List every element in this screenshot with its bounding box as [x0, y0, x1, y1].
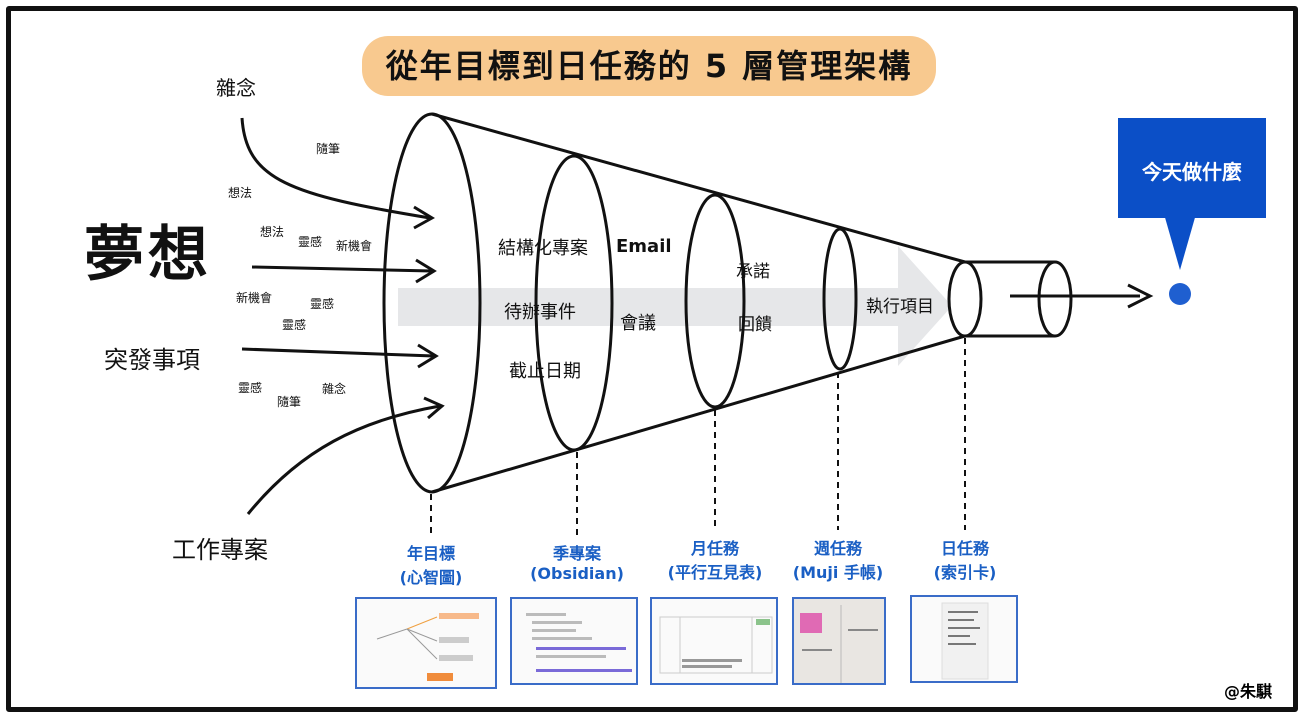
funnel-top-edge — [431, 112, 966, 264]
funnel-item: 承諾 — [736, 262, 770, 282]
title-highlight — [362, 36, 936, 96]
layer-name: 年目標 — [406, 544, 455, 563]
output-arrowhead — [1127, 283, 1154, 309]
funnel-item: Email — [616, 236, 672, 257]
muji-planner-thumbnail — [792, 597, 886, 685]
scattered-note: 靈感 — [310, 297, 335, 311]
layer-name: 日任務 — [940, 539, 989, 558]
layer-name: 週任務 — [813, 539, 862, 558]
layer-tool: (Obsidian) — [530, 564, 624, 583]
funnel-item: 會議 — [620, 313, 656, 334]
layer-label-day: 日任務 (索引卡) — [915, 535, 1015, 583]
input-work-projects: 工作專案 — [172, 536, 268, 564]
callout-tail — [1164, 214, 1196, 270]
layer-label-month: 月任務 (平行互見表) — [648, 535, 782, 583]
input-arrow-projects — [246, 404, 441, 515]
scattered-note: 靈感 — [282, 318, 307, 332]
input-dreams: 夢想 — [84, 220, 212, 290]
scattered-note: 隨筆 — [316, 142, 341, 156]
layer-name: 季專案 — [552, 544, 601, 563]
scattered-note: 新機會 — [236, 291, 273, 305]
obsidian-sketch — [526, 613, 632, 672]
funnel-item: 執行項目 — [866, 297, 934, 317]
layer-ring-day — [947, 260, 983, 338]
input-arrow-noise — [240, 117, 431, 220]
index-card-thumbnail — [910, 595, 1018, 683]
outer-frame — [6, 6, 1298, 712]
input-arrowhead-noise — [413, 205, 435, 230]
callout-text: 今天做什麼 — [1142, 160, 1242, 184]
mindmap-thumbnail — [355, 597, 497, 689]
layer-ring-week — [822, 227, 858, 371]
callout-box — [1118, 118, 1266, 218]
parallel-table-thumbnail — [650, 597, 778, 685]
input-arrowhead-dreams — [415, 258, 437, 284]
layer-name: 月任務 — [690, 539, 739, 558]
layer-ring-year — [382, 112, 482, 494]
scattered-note: 靈感 — [238, 381, 263, 395]
author-credit: @朱騏 — [1223, 682, 1272, 701]
layer-label-week: 週任務 (Muji 手帳) — [778, 535, 898, 583]
scattered-note: 想法 — [260, 225, 285, 239]
scattered-note: 隨筆 — [277, 395, 302, 409]
planner-sketch — [794, 599, 884, 683]
input-arrow-emergencies — [241, 347, 435, 358]
flow-arrow-band — [398, 246, 952, 366]
obsidian-thumbnail — [510, 597, 638, 685]
layer-ring-quarter — [534, 154, 614, 452]
layer-tool: (心智圖) — [399, 568, 463, 587]
layer-label-year: 年目標 (心智圖) — [381, 540, 481, 588]
layer-ring-month — [684, 193, 746, 409]
cylinder-end — [1037, 260, 1073, 338]
table-sketch — [659, 616, 773, 674]
layer-tool: (平行互見表) — [667, 563, 763, 582]
funnel-item: 截止日期 — [509, 361, 581, 382]
layer-tool: (索引卡) — [933, 563, 997, 582]
scattered-note: 靈感 — [298, 235, 323, 249]
output-dot — [1169, 283, 1191, 305]
input-emergencies: 突發事項 — [104, 346, 200, 374]
funnel-bottom-edge — [431, 334, 966, 494]
layer-tool: (Muji 手帳) — [792, 563, 884, 582]
scattered-note: 雜念 — [322, 382, 347, 396]
scattered-note: 新機會 — [336, 239, 373, 253]
diagram-title: 從年目標到日任務的 5 層管理架構 — [385, 47, 913, 85]
scattered-note: 想法 — [228, 186, 253, 200]
index-card-sketch — [941, 602, 989, 680]
mindmap-sketch — [376, 613, 479, 681]
funnel-item: 結構化專案 — [498, 238, 588, 259]
input-arrowhead-projects — [423, 396, 445, 420]
input-noise: 雜念 — [216, 76, 256, 100]
input-arrowhead-emergencies — [417, 343, 439, 369]
layer-label-quarter: 季專案 (Obsidian) — [517, 540, 637, 583]
funnel-item: 待辦事件 — [504, 302, 576, 323]
input-arrow-dreams — [251, 265, 433, 273]
funnel-item: 回饋 — [738, 315, 772, 335]
